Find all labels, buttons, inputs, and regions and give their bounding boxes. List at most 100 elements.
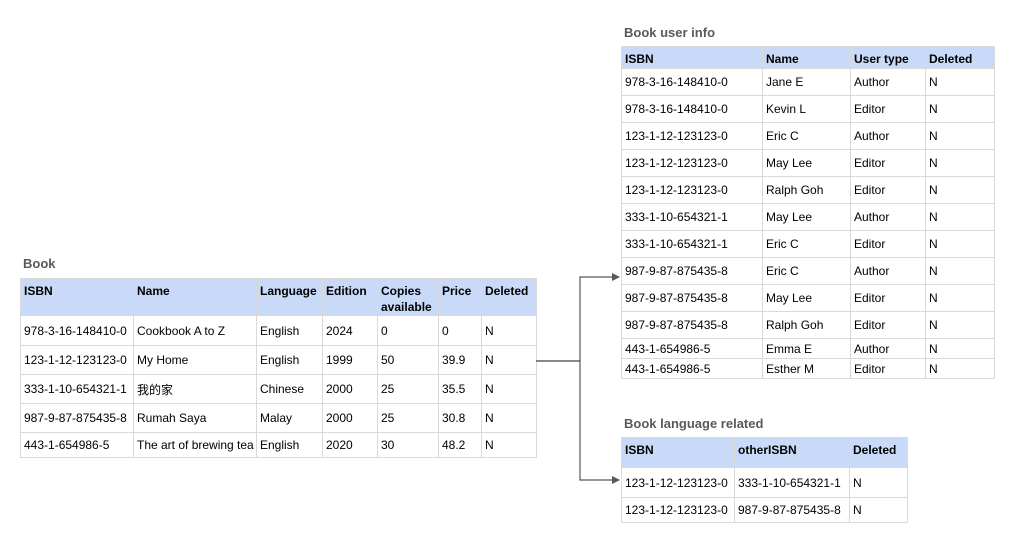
column-header: Edition: [322, 278, 378, 316]
table-cell: 48.2: [438, 432, 482, 458]
table-row: 123-1-12-123123-0 May Lee Editor N: [621, 149, 995, 177]
table-cell: N: [925, 338, 995, 359]
column-header: User type: [850, 46, 926, 69]
table-cell: N: [481, 432, 537, 458]
table-header-row: ISBN otherISBN Deleted: [621, 437, 908, 468]
table-cell: Editor: [850, 311, 926, 339]
table-cell: 50: [377, 345, 439, 375]
table-row: 987-9-87-875435-8 Rumah Saya Malay 2000 …: [20, 403, 537, 433]
book-language-related-title: Book language related: [624, 416, 764, 431]
table-cell: My Home: [133, 345, 257, 375]
table-row: 123-1-12-123123-0 Ralph Goh Editor N: [621, 176, 995, 204]
table-row: 333-1-10-654321-1 Eric C Editor N: [621, 230, 995, 258]
table-row: 987-9-87-875435-8 Ralph Goh Editor N: [621, 311, 995, 339]
column-header: ISBN: [621, 46, 763, 69]
table-cell: N: [849, 467, 908, 498]
column-header: Deleted: [481, 278, 537, 316]
column-header: Name: [133, 278, 257, 316]
book-language-related-table: ISBN otherISBN Deleted 123-1-12-123123-0…: [621, 437, 908, 523]
table-row: 333-1-10-654321-1 May Lee Author N: [621, 203, 995, 231]
book-to-user-info-connector: [536, 273, 620, 362]
table-cell: English: [256, 315, 323, 346]
table-cell: Editor: [850, 284, 926, 312]
table-cell: N: [849, 497, 908, 523]
table-cell: N: [925, 257, 995, 285]
table-cell: May Lee: [762, 149, 851, 177]
book-user-info-table: ISBN Name User type Deleted 978-3-16-148…: [621, 46, 995, 379]
table-cell: Editor: [850, 95, 926, 123]
book-to-language-related-connector: [536, 360, 620, 484]
table-cell: 2020: [322, 432, 378, 458]
table-cell: 39.9: [438, 345, 482, 375]
table-cell: 978-3-16-148410-0: [621, 68, 763, 96]
table-cell: 30.8: [438, 403, 482, 433]
table-cell: The art of brewing tea: [133, 432, 257, 458]
column-header: Language: [256, 278, 323, 316]
table-cell: 2024: [322, 315, 378, 346]
table-cell: English: [256, 345, 323, 375]
table-cell: N: [481, 345, 537, 375]
column-header: ISBN: [20, 278, 134, 316]
table-cell: 987-9-87-875435-8: [734, 497, 850, 523]
table-cell: Author: [850, 68, 926, 96]
table-cell: English: [256, 432, 323, 458]
table-row: 123-1-12-123123-0 333-1-10-654321-1 N: [621, 467, 908, 498]
table-cell: N: [481, 403, 537, 433]
table-cell: 333-1-10-654321-1: [621, 230, 763, 258]
column-header: Deleted: [925, 46, 995, 69]
table-cell: 2000: [322, 403, 378, 433]
table-cell: 987-9-87-875435-8: [20, 403, 134, 433]
table-cell: Kevin L: [762, 95, 851, 123]
book-table: ISBN Name Language Edition Copies availa…: [20, 278, 537, 458]
table-cell: 443-1-654986-5: [621, 358, 763, 379]
column-header: Price: [438, 278, 482, 316]
table-cell: 123-1-12-123123-0: [621, 497, 735, 523]
table-cell: 25: [377, 374, 439, 404]
table-cell: 0: [377, 315, 439, 346]
table-cell: 25: [377, 403, 439, 433]
table-cell: Chinese: [256, 374, 323, 404]
column-header: Copies available: [377, 278, 439, 316]
table-row: 443-1-654986-5 Esther M Editor N: [621, 358, 995, 379]
table-row: 123-1-12-123123-0 My Home English 1999 5…: [20, 345, 537, 375]
column-header: otherISBN: [734, 437, 850, 468]
table-cell: Editor: [850, 176, 926, 204]
table-cell: 1999: [322, 345, 378, 375]
table-cell: 我的家: [133, 374, 257, 404]
table-cell: 333-1-10-654321-1: [734, 467, 850, 498]
table-header-row: ISBN Name Language Edition Copies availa…: [20, 278, 537, 316]
table-cell: Esther M: [762, 358, 851, 379]
table-row: 123-1-12-123123-0 987-9-87-875435-8 N: [621, 497, 908, 523]
table-row: 987-9-87-875435-8 Eric C Author N: [621, 257, 995, 285]
book-table-title: Book: [23, 256, 56, 271]
table-cell: N: [925, 284, 995, 312]
table-cell: Author: [850, 122, 926, 150]
table-cell: Eric C: [762, 122, 851, 150]
table-cell: 987-9-87-875435-8: [621, 311, 763, 339]
table-cell: 123-1-12-123123-0: [20, 345, 134, 375]
table-cell: 333-1-10-654321-1: [621, 203, 763, 231]
table-cell: Editor: [850, 149, 926, 177]
table-cell: Editor: [850, 230, 926, 258]
table-cell: 987-9-87-875435-8: [621, 257, 763, 285]
table-cell: Emma E: [762, 338, 851, 359]
table-cell: N: [925, 149, 995, 177]
table-cell: 443-1-654986-5: [20, 432, 134, 458]
table-cell: Editor: [850, 358, 926, 379]
table-cell: 123-1-12-123123-0: [621, 149, 763, 177]
table-cell: Malay: [256, 403, 323, 433]
table-row: 443-1-654986-5 The art of brewing tea En…: [20, 432, 537, 458]
table-row: 123-1-12-123123-0 Eric C Author N: [621, 122, 995, 150]
table-cell: 123-1-12-123123-0: [621, 176, 763, 204]
table-row: 978-3-16-148410-0 Kevin L Editor N: [621, 95, 995, 123]
table-row: 978-3-16-148410-0 Jane E Author N: [621, 68, 995, 96]
table-cell: Author: [850, 257, 926, 285]
table-cell: N: [925, 176, 995, 204]
table-cell: 978-3-16-148410-0: [20, 315, 134, 346]
table-cell: 978-3-16-148410-0: [621, 95, 763, 123]
table-cell: N: [925, 358, 995, 379]
table-cell: Ralph Goh: [762, 311, 851, 339]
table-row: 978-3-16-148410-0 Cookbook A to Z Englis…: [20, 315, 537, 346]
column-header: ISBN: [621, 437, 735, 468]
